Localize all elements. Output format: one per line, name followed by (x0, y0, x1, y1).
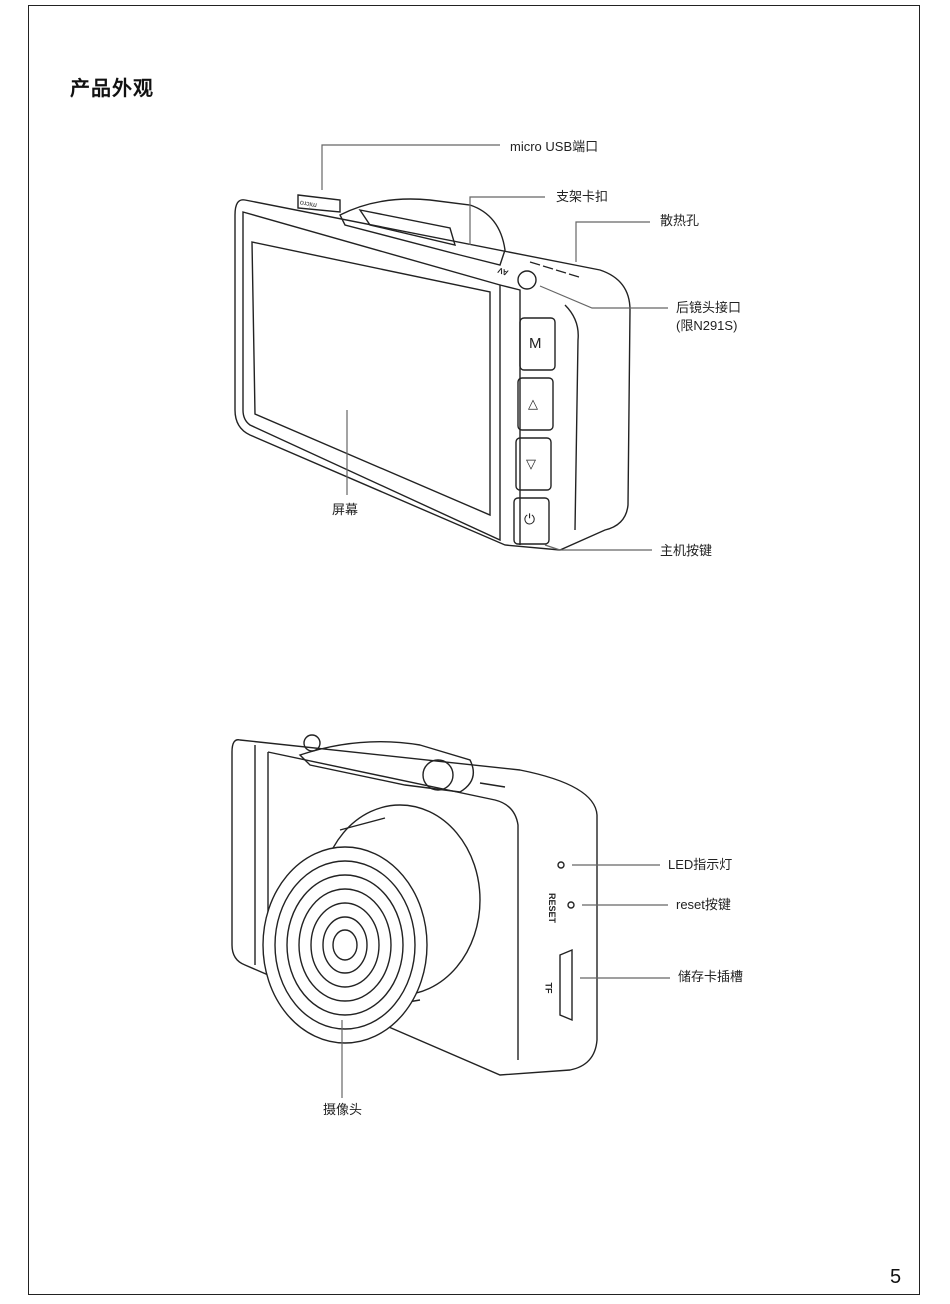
usb-mark: micro (299, 198, 318, 209)
label-led: LED指示灯 (668, 857, 733, 872)
page-frame (28, 5, 920, 1295)
label-micro-usb: micro USB端口 (510, 139, 599, 154)
lens (262, 846, 428, 1044)
label-rear-cam-note: (限N291S) (676, 318, 738, 333)
label-vents: 散热孔 (660, 213, 700, 228)
menu-button-icon: M (529, 335, 542, 352)
label-main-buttons: 主机按键 (660, 543, 713, 558)
down-button-icon: ▽ (526, 456, 536, 471)
back-view-drawing (231, 734, 670, 1098)
label-mount-clip: 支架卡扣 (556, 189, 609, 204)
label-screen: 屏幕 (332, 502, 359, 517)
tf-mark: TF (543, 982, 554, 994)
label-rear-cam-port: 后镜头接口 (676, 300, 742, 315)
reset-mark: RESET (547, 892, 558, 924)
label-card-slot: 储存卡插槽 (678, 969, 744, 984)
front-view-drawing (234, 144, 668, 551)
power-button-icon: ⏻ (524, 512, 536, 528)
label-reset: reset按键 (676, 897, 731, 912)
up-button-icon: △ (528, 396, 538, 411)
page-number: 5 (890, 1266, 902, 1288)
label-camera: 摄像头 (323, 1102, 363, 1117)
section-title: 产品外观 (70, 78, 154, 100)
